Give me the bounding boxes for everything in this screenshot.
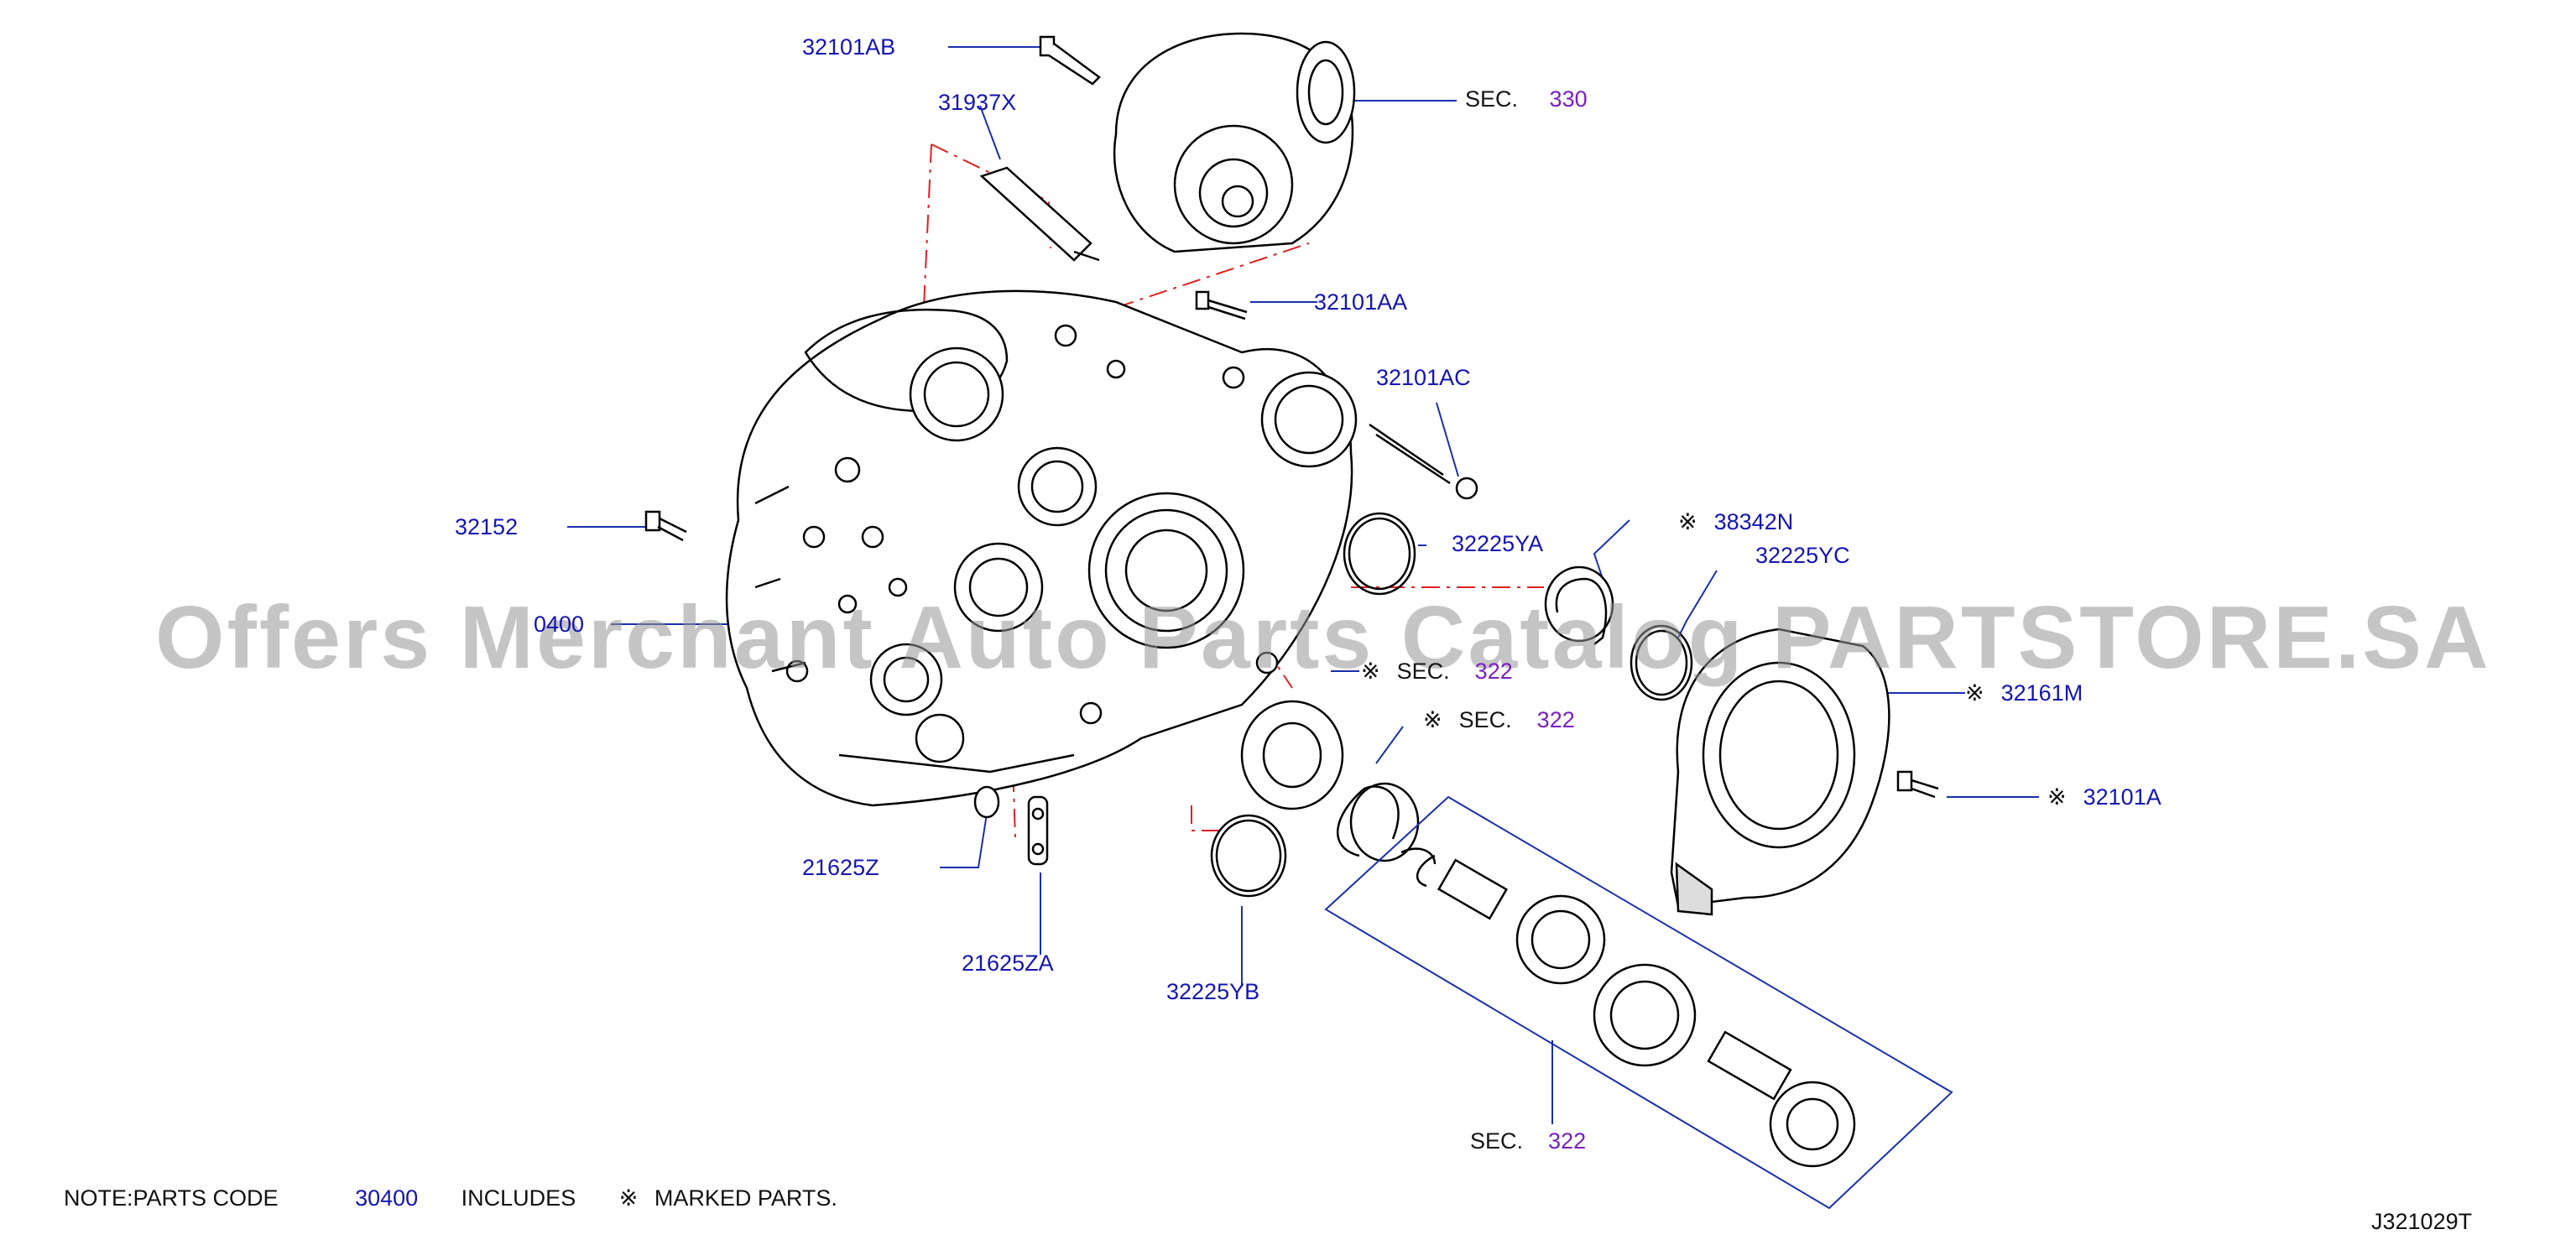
watermark-text: Offers Merchant Auto Parts Catalog PARTS…: [155, 588, 2491, 687]
mark-symbol: ※: [1423, 707, 1442, 732]
label-32225YC[interactable]: 32225YC: [1755, 543, 1850, 568]
label-32225YA[interactable]: 32225YA: [1452, 531, 1544, 556]
label-31937X[interactable]: 31937X: [938, 90, 1017, 115]
gear-set: [1400, 847, 1856, 1168]
section-ref-322-gearset[interactable]: SEC. 322: [1470, 1128, 1586, 1154]
section-ref-322-middle[interactable]: ※ SEC. 322: [1423, 706, 1575, 733]
label-32101AA[interactable]: 32101AA: [1314, 289, 1408, 315]
label-38342N[interactable]: ※ 38342N: [1678, 508, 1793, 535]
section-number-322[interactable]: 322: [1548, 1128, 1587, 1154]
section-prefix: SEC.: [1465, 86, 1519, 112]
label-32161M[interactable]: ※ 32161M: [1965, 680, 2083, 706]
section-ref-330[interactable]: SEC. 330: [1465, 86, 1588, 112]
gear-set-box: [1324, 795, 1953, 1210]
label-32101A-text: 32101A: [2083, 784, 2161, 810]
label-38342N-text: 38342N: [1713, 509, 1794, 534]
label-32101A[interactable]: ※ 32101A: [2047, 784, 2161, 810]
note-code[interactable]: 30400: [355, 1185, 419, 1211]
section-number-322[interactable]: 322: [1474, 659, 1513, 684]
label-21625Z[interactable]: 21625Z: [802, 855, 879, 880]
label-32101AC[interactable]: 32101AC: [1376, 365, 1471, 390]
label-32225YB[interactable]: 32225YB: [1166, 979, 1260, 1004]
mark-symbol: ※: [2047, 784, 2067, 810]
section-prefix: SEC.: [1470, 1128, 1524, 1154]
section-number-322[interactable]: 322: [1536, 707, 1575, 732]
note-mark-symbol: ※: [618, 1185, 639, 1211]
label-32101AB[interactable]: 32101AB: [802, 34, 896, 60]
mark-symbol: ※: [1361, 659, 1380, 684]
brackets: [973, 785, 1049, 866]
label-21625ZA[interactable]: 21625ZA: [962, 951, 1054, 976]
o-rings: [1210, 512, 1693, 898]
label-30400[interactable]: 0400: [534, 612, 585, 637]
footer-note: NOTE:PARTS CODE 30400 INCLUDES ※ MARKED …: [64, 1185, 837, 1211]
label-32152[interactable]: 32152: [455, 514, 519, 539]
snap-ring-38342N: [1555, 577, 1608, 645]
leader-lines: [567, 46, 2039, 1124]
diagram-code: J321029T: [2371, 1209, 2473, 1234]
bolts: [644, 35, 1939, 799]
label-32161M-text: 32161M: [2000, 680, 2083, 706]
mark-symbol: ※: [1678, 509, 1697, 534]
section-prefix: SEC.: [1396, 659, 1450, 684]
section-ref-322-upper[interactable]: ※ SEC. 322: [1361, 658, 1513, 685]
note-suffix: MARKED PARTS.: [654, 1185, 837, 1211]
rear-cover-32161M: [1670, 628, 1890, 916]
note-prefix: NOTE:PARTS CODE: [64, 1185, 279, 1211]
section-prefix: SEC.: [1458, 707, 1512, 732]
upper-housing: [1113, 32, 1356, 253]
shift-shaft-31937X: [979, 166, 1100, 262]
mark-symbol: ※: [1965, 680, 1984, 706]
transmission-case: [725, 289, 1358, 807]
note-includes: INCLUDES: [461, 1185, 576, 1211]
section-number-330[interactable]: 330: [1549, 86, 1588, 112]
